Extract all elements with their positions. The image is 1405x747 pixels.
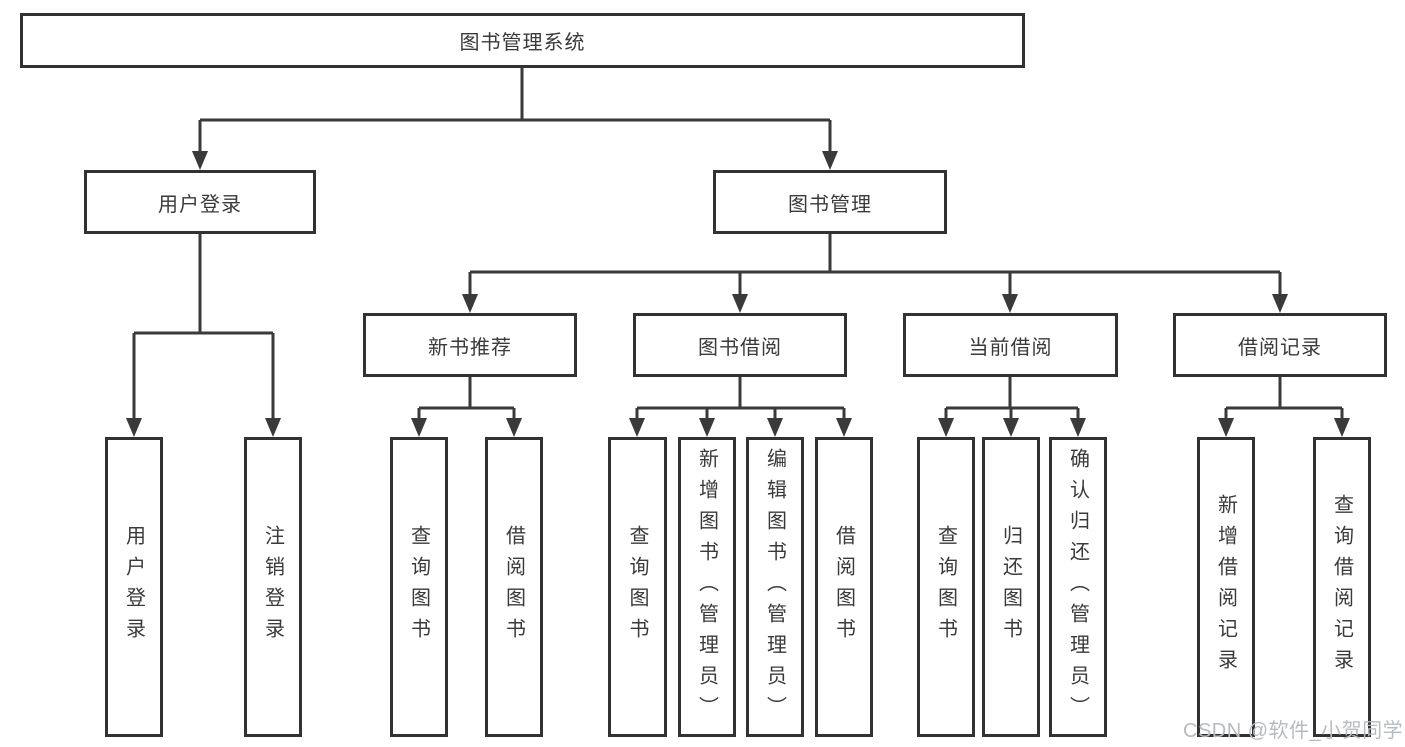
node-new-book-recommend: 新书推荐 xyxy=(363,313,577,377)
leaf-records-query-record: 查询借阅记录 xyxy=(1313,437,1371,737)
leaf-records-add-record-label: 新增借阅记录 xyxy=(1214,494,1237,680)
node-user-login-label: 用户登录 xyxy=(158,193,242,216)
leaf-records-query-record-label: 查询借阅记录 xyxy=(1330,494,1353,680)
arrowheads xyxy=(126,151,1350,437)
leaf-bookborrow-add-books-admin-label: 新增图书（管理员） xyxy=(695,447,718,727)
node-borrow-records-label: 借阅记录 xyxy=(1238,336,1322,359)
leaf-records-add-record: 新增借阅记录 xyxy=(1197,437,1255,737)
leaf-logout: 注销登录 xyxy=(244,437,302,737)
leaf-bookborrow-query-books-label: 查询图书 xyxy=(626,525,648,649)
leaf-bookborrow-borrow-books: 借阅图书 xyxy=(815,437,873,737)
leaf-current-return-books-label: 归还图书 xyxy=(999,525,1022,649)
leaf-logout-label: 注销登录 xyxy=(261,525,284,649)
leaf-current-query-books-label: 查询图书 xyxy=(934,525,957,649)
leaf-user-login: 用户登录 xyxy=(105,437,163,737)
node-user-login: 用户登录 xyxy=(84,170,316,234)
node-borrow-records: 借阅记录 xyxy=(1173,313,1387,377)
leaf-current-query-books: 查询图书 xyxy=(917,437,975,737)
leaf-user-login-label: 用户登录 xyxy=(122,525,145,649)
node-current-borrowing-label: 当前借阅 xyxy=(968,336,1053,359)
leaf-bookborrow-edit-books-admin: 编辑图书（管理员） xyxy=(746,437,804,737)
leaf-newbooks-query-books-label: 查询图书 xyxy=(407,525,430,649)
csdn-watermark: CSDN @软件_小贺同学 xyxy=(1183,720,1404,742)
node-book-borrowing-label: 图书借阅 xyxy=(698,336,782,359)
node-book-borrowing: 图书借阅 xyxy=(633,313,847,377)
leaf-bookborrow-borrow-books-label: 借阅图书 xyxy=(832,525,855,649)
root-node: 图书管理系统 xyxy=(20,13,1025,68)
leaf-current-return-books: 归还图书 xyxy=(982,437,1040,737)
node-book-management: 图书管理 xyxy=(713,170,947,234)
leaf-bookborrow-add-books-admin: 新增图书（管理员） xyxy=(678,437,736,737)
node-current-borrowing: 当前借阅 xyxy=(903,313,1118,377)
leaf-bookborrow-edit-books-admin-label: 编辑图书（管理员） xyxy=(763,447,786,727)
leaf-newbooks-borrow-books-label: 借阅图书 xyxy=(502,525,525,649)
leaf-bookborrow-query-books: 查询图书 xyxy=(608,437,667,737)
leaf-newbooks-borrow-books: 借阅图书 xyxy=(485,437,543,737)
root-node-label: 图书管理系统 xyxy=(459,32,586,54)
leaf-current-confirm-return-admin-label: 确认归还（管理员） xyxy=(1066,447,1089,727)
node-new-book-recommend-label: 新书推荐 xyxy=(428,336,512,359)
leaf-current-confirm-return-admin: 确认归还（管理员） xyxy=(1049,437,1107,737)
node-book-management-label: 图书管理 xyxy=(788,193,872,216)
leaf-newbooks-query-books: 查询图书 xyxy=(390,437,448,737)
